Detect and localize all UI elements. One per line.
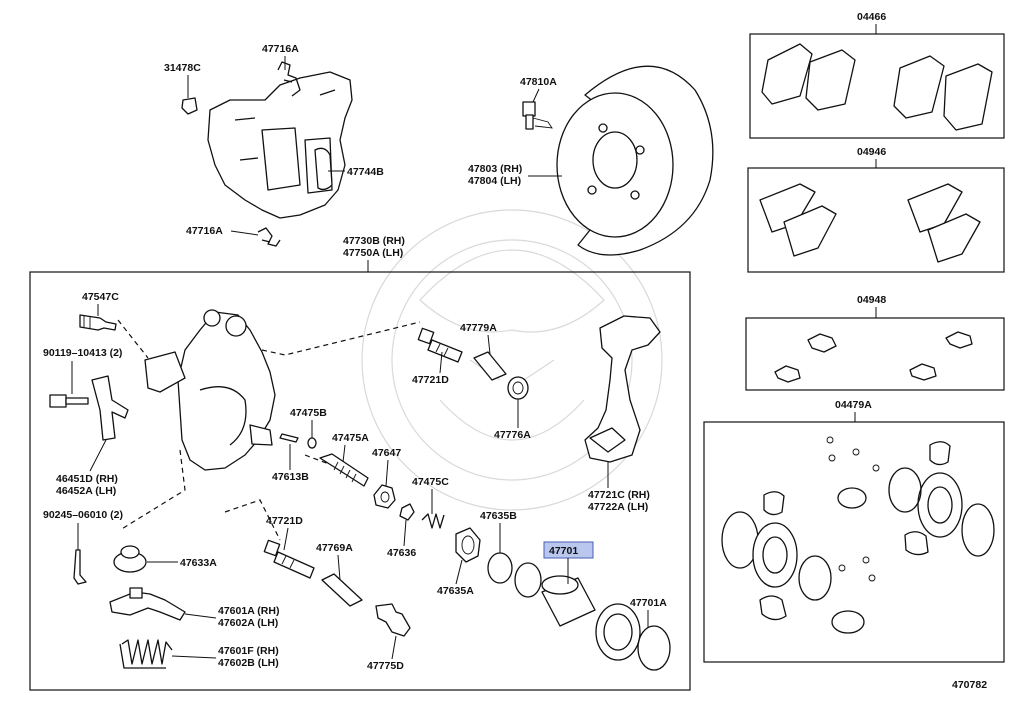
clip-47636[interactable] [399,503,415,521]
spring-47716a-bot[interactable] [257,227,281,247]
caliper-body[interactable] [144,309,276,471]
slide-pin-47721d-top[interactable] [417,327,463,363]
label-47636: 47636 [387,547,416,559]
adjuster-47475a[interactable] [319,453,369,487]
label-47701[interactable]: 47701 [549,545,578,557]
seal-kit-04479a[interactable] [721,436,995,634]
label-47475b: 47475B [290,407,327,419]
label-47647: 47647 [372,447,401,459]
label-46452a: 46452A (LH) [56,485,116,497]
diagram-number: 470782 [952,679,987,691]
label-04946: 04946 [857,146,886,158]
label-47776a: 47776A [494,429,531,441]
slide-pin-47721d-bot[interactable] [263,539,315,579]
kit-box-04479a[interactable] [703,421,1005,663]
boot-47776a[interactable] [507,376,529,400]
label-47779a: 47779A [460,322,497,334]
label-47475c: 47475C [412,476,449,488]
kit-box-04946[interactable] [747,167,1005,273]
label-04479a: 04479A [835,399,872,411]
label-47769a: 47769A [316,542,353,554]
label-31478c: 31478C [164,62,201,74]
piston-boot-47701a[interactable] [595,603,671,671]
label-04948: 04948 [857,294,886,306]
wear-indicator-46451d[interactable] [91,375,129,441]
label-47635b: 47635B [480,510,517,522]
torque-plate-47721c[interactable] [584,315,661,463]
label-47601f: 47601F (RH) [218,645,279,657]
label-47547c: 47547C [82,291,119,303]
label-04466: 04466 [857,11,886,23]
label-47601a: 47601A (RH) [218,605,279,617]
label-47716a-bot: 47716A [186,225,223,237]
bleeder-plug-47547c[interactable] [79,314,117,331]
label-47602a: 47602A (LH) [218,617,278,629]
bolt-90119[interactable] [49,394,89,408]
label-47810a: 47810A [520,76,557,88]
boot-47775d[interactable] [375,603,411,637]
label-47721d-top: 47721D [412,374,449,386]
oring-47475b[interactable] [307,437,317,449]
pin-47613b[interactable] [279,433,299,443]
lever-47601a[interactable] [109,587,186,621]
label-47744b: 47744B [347,166,384,178]
label-46451d: 46451D (RH) [56,473,118,485]
label-47475a: 47475A [332,432,369,444]
caliper-assembly-box [29,271,691,691]
label-47750a: 47750A (LH) [343,247,403,259]
label-47701a: 47701A [630,597,667,609]
pad-support-bracket[interactable] [207,71,353,219]
label-47721d-bot: 47721D [266,515,303,527]
spring-47716a-top[interactable] [277,61,301,97]
piston-47701[interactable] [514,562,596,627]
cap-47633a[interactable] [113,545,147,573]
ring-47635b[interactable] [487,552,513,584]
label-47730b: 47730B (RH) [343,235,405,247]
spring-47475c[interactable] [421,513,445,529]
label-47722a: 47722A (LH) [588,501,648,513]
label-47716a-top: 47716A [262,43,299,55]
dust-cover-47803[interactable] [556,65,714,256]
label-90119: 90119–10413 (2) [43,347,122,359]
label-47803: 47803 (RH) [468,163,522,175]
bolt-47810a[interactable] [522,101,553,130]
label-47775d: 47775D [367,660,404,672]
label-90245: 90245–06010 (2) [43,509,123,521]
shim-47744b[interactable] [314,147,333,191]
kit-box-04466[interactable] [749,33,1005,139]
screw-90245[interactable] [73,549,87,585]
shim-set-04946[interactable] [759,183,981,263]
clip-31478c[interactable] [181,97,198,115]
label-47721c: 47721C (RH) [588,489,650,501]
label-47804: 47804 (LH) [468,175,521,187]
guide-47635a[interactable] [455,527,481,563]
sleeve-47769a[interactable] [321,573,363,607]
spring-47601f[interactable] [119,639,173,669]
clip-set-04948[interactable] [774,331,973,383]
label-47633a: 47633A [180,557,217,569]
label-47602b: 47602B (LH) [218,657,279,669]
label-47635a: 47635A [437,585,474,597]
label-47613b: 47613B [272,471,309,483]
kit-box-04948[interactable] [745,317,1005,391]
pad-set-04466[interactable] [761,43,993,131]
nut-47647[interactable] [373,484,396,509]
sleeve-47779a[interactable] [473,351,507,381]
